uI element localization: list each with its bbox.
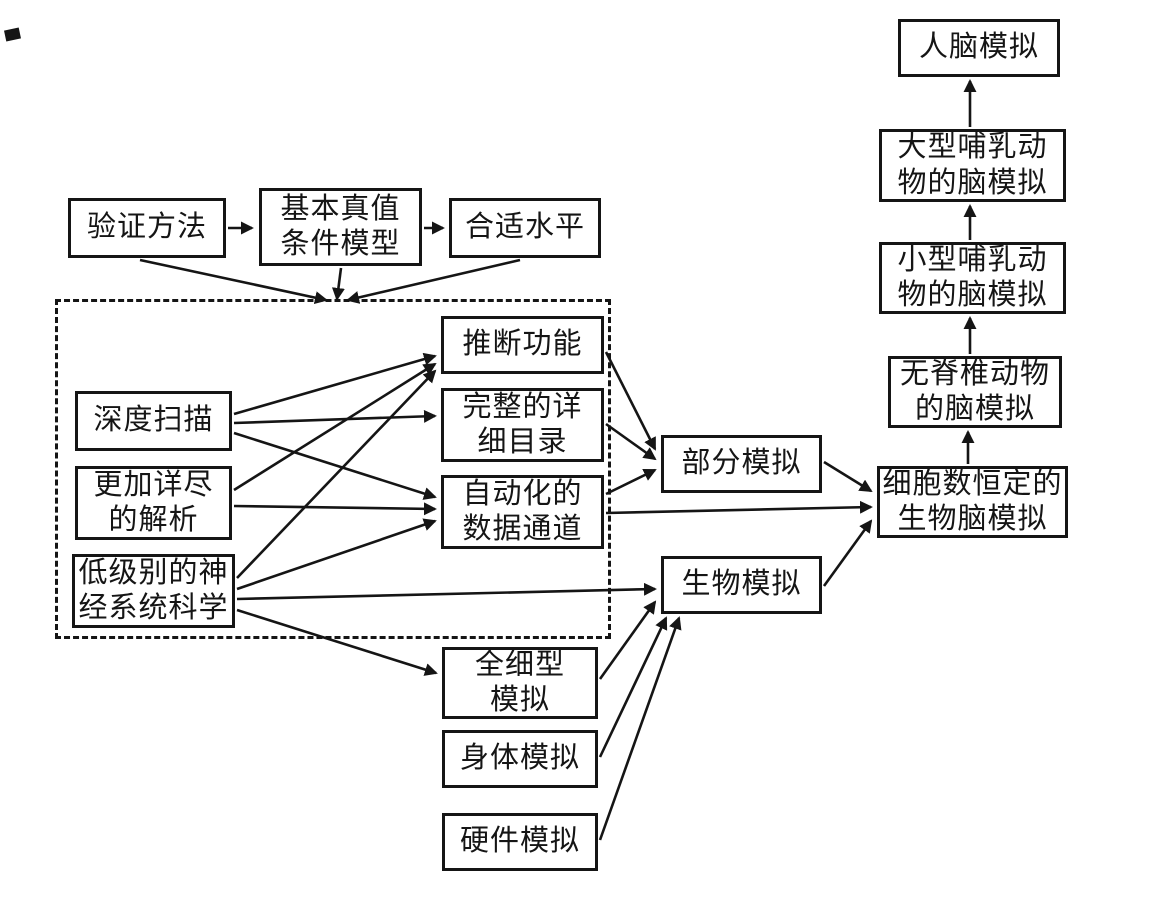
node-appropriate-level-label: 合适水平	[464, 211, 585, 244]
node-invertebrate-brain-label: 无脊椎动物 的脑模拟	[899, 357, 1050, 425]
node-inferred-function: 推断功能	[441, 316, 604, 374]
node-appropriate-level: 合适水平	[449, 198, 601, 258]
node-body-emulation: 身体模拟	[442, 730, 598, 788]
node-human-brain-label: 人脑模拟	[918, 31, 1039, 64]
edge-validation-to-group	[139, 258, 328, 305]
edge-hardware-to-bio	[598, 616, 682, 841]
edge-bio-to-cell-constant	[822, 519, 873, 587]
node-hardware-emulation-label: 硬件模拟	[459, 825, 580, 858]
edge-partial-to-cell-constant	[823, 460, 873, 493]
node-cell-constant-brain: 细胞数恒定的 生物脑模拟	[877, 466, 1068, 538]
node-bio-emulation: 生物模拟	[661, 556, 822, 614]
node-depth-scanning: 深度扫描	[75, 391, 232, 451]
node-bio-emulation-label: 生物模拟	[681, 568, 802, 601]
node-partial-emulation-label: 部分模拟	[681, 447, 802, 480]
edge-complete-inventory-to-partial	[605, 422, 657, 461]
edge-full-cell-to-bio	[598, 600, 657, 680]
node-full-cell-emulation: 全细型 模拟	[442, 647, 598, 719]
node-validation-method-label: 验证方法	[86, 211, 207, 244]
node-full-cell-emulation-label: 全细型 模拟	[474, 648, 565, 716]
node-detailed-analysis: 更加详尽 的解析	[75, 466, 232, 540]
edge-depth-scanning-to-automated-pipeline	[233, 431, 437, 500]
node-depth-scanning-label: 深度扫描	[93, 404, 214, 437]
edge-automated-pipeline-to-partial	[605, 468, 657, 496]
edge-automated-pipeline-to-cell-constant	[605, 500, 873, 515]
node-body-emulation-label: 身体模拟	[459, 742, 580, 775]
edge-inferred-function-to-partial	[604, 351, 657, 451]
node-large-mammal-brain: 大型哺乳动 物的脑模拟	[879, 129, 1066, 202]
node-partial-emulation: 部分模拟	[661, 435, 822, 493]
node-ground-truth-model: 基本真值 条件模型	[259, 188, 422, 266]
node-detailed-analysis-label: 更加详尽 的解析	[93, 468, 214, 536]
node-human-brain: 人脑模拟	[898, 19, 1060, 77]
edge-depth-scanning-to-complete-inventory	[233, 409, 437, 425]
node-ground-truth-model-label: 基本真值 条件模型	[280, 192, 401, 260]
node-cell-constant-brain-label: 细胞数恒定的 生物脑模拟	[882, 467, 1063, 535]
edge-appropriate-level-to-group	[346, 258, 521, 304]
node-low-level-neuroscience: 低级别的神 经系统科学	[72, 554, 235, 628]
node-low-level-neuroscience-label: 低级别的神 经系统科学	[78, 556, 229, 624]
edge-body-to-bio	[598, 616, 668, 758]
node-small-mammal-brain-label: 小型哺乳动 物的脑模拟	[897, 243, 1048, 311]
node-inferred-function-label: 推断功能	[462, 328, 583, 361]
node-invertebrate-brain: 无脊椎动物 的脑模拟	[888, 356, 1062, 428]
edge-ground-truth-to-group	[331, 267, 345, 301]
node-validation-method: 验证方法	[68, 198, 226, 258]
edge-low-level-to-bio-emulation	[236, 582, 657, 601]
edge-low-level-to-inferred-function	[236, 369, 437, 579]
edge-low-level-to-full-cell	[236, 608, 438, 676]
node-complete-inventory: 完整的详 细目录	[441, 388, 604, 462]
edge-detailed-analysis-to-automated-pipeline	[233, 502, 437, 516]
node-automated-pipeline-label: 自动化的 数据通道	[462, 477, 583, 545]
edge-detailed-analysis-to-inferred-function	[233, 362, 437, 492]
node-large-mammal-brain-label: 大型哺乳动 物的脑模拟	[897, 131, 1048, 199]
node-small-mammal-brain: 小型哺乳动 物的脑模拟	[879, 242, 1066, 314]
edge-depth-scanning-to-inferred-function	[233, 352, 437, 416]
node-automated-pipeline: 自动化的 数据通道	[441, 475, 604, 549]
node-complete-inventory-label: 完整的详 细目录	[462, 390, 583, 458]
node-hardware-emulation: 硬件模拟	[442, 813, 598, 871]
edge-low-level-to-automated-pipeline	[236, 518, 437, 591]
